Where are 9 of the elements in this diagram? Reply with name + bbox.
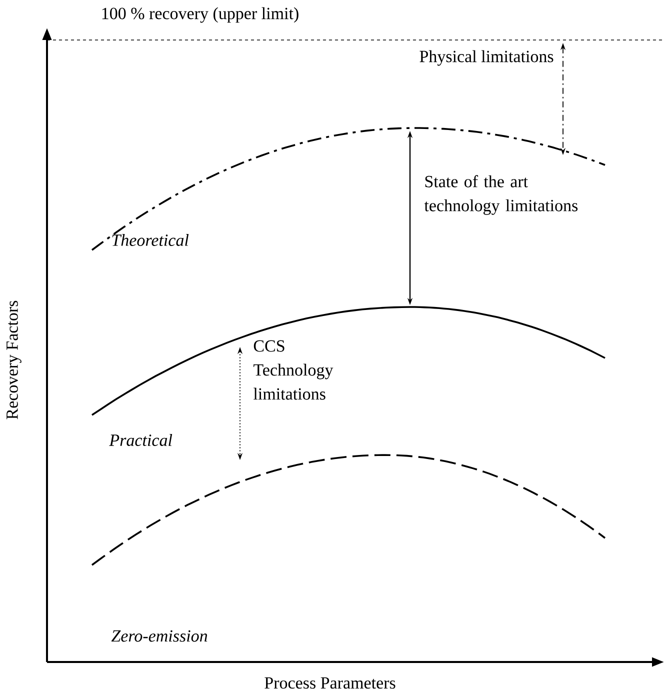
annotation-text: CCS Technology limitations <box>254 340 334 400</box>
curve-label: Zero-emission <box>111 630 208 642</box>
limit-label: 100 % recovery (upper limit) <box>102 7 298 23</box>
axis-label: Process Parameters <box>264 677 396 689</box>
annotation-text: State of the art technology limitations <box>424 175 578 215</box>
curve-label: Theoretical <box>112 234 189 246</box>
curve-label: Practical <box>109 434 172 446</box>
annotation-text: Physical limitations <box>420 50 554 66</box>
axis-label: Recovery Factors <box>6 300 22 420</box>
